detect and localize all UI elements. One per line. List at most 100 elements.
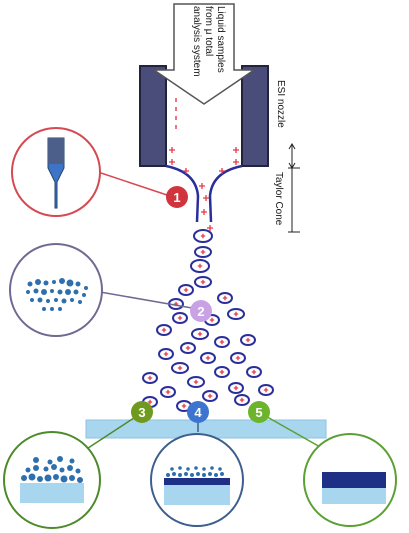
callout-line-3 [81, 413, 141, 453]
charge-plus-sign [219, 168, 225, 174]
callout-circle-4 [150, 433, 244, 527]
particle-dot [70, 298, 74, 302]
particle-dot [52, 280, 56, 284]
droplet-charge-sign [177, 365, 183, 371]
marker-2-label: 2 [197, 304, 204, 319]
particle-dot [69, 458, 75, 464]
droplet-charge-sign [235, 355, 241, 361]
particle-dot [37, 297, 43, 303]
particle-dot [41, 289, 47, 295]
particle-dot [57, 289, 63, 295]
droplet-charge-sign [181, 403, 187, 409]
particle-dot [178, 466, 182, 470]
droplet-charge-sign [197, 263, 203, 269]
droplet-charge-sign [200, 249, 206, 255]
marker-2: 2 [190, 300, 212, 322]
particle-dot [202, 467, 206, 471]
droplet-charge-sign [205, 355, 211, 361]
particle-dot [73, 289, 79, 295]
particle-dot [30, 298, 34, 302]
droplet-charge-sign [165, 389, 171, 395]
marker-1-label: 1 [173, 190, 180, 205]
particle-dot [67, 465, 73, 471]
charge-plus-sign [201, 209, 207, 215]
droplets-layer [142, 229, 274, 412]
particle-dot [170, 467, 174, 471]
charge-plus-sign [183, 168, 189, 174]
particle-dot [75, 281, 81, 287]
particle-dot [202, 473, 206, 477]
droplet-charge-sign [263, 387, 269, 393]
droplet-charge-sign [163, 351, 169, 357]
particle-dot [166, 473, 170, 477]
particle-dot [184, 472, 188, 476]
particle-dot [60, 475, 68, 483]
droplet-charge-sign [207, 393, 213, 399]
particle-dot [50, 307, 54, 311]
callout-line-2 [99, 291, 193, 309]
droplet-charge-sign [200, 279, 206, 285]
particle-dot [65, 289, 71, 295]
particle-dot [218, 467, 222, 471]
particle-dot [220, 472, 224, 476]
droplet-charge-sign [209, 317, 215, 323]
marker-4-label: 4 [194, 405, 202, 420]
particle-dot [33, 457, 39, 463]
particle-dot [61, 298, 67, 304]
particle-dot [59, 278, 65, 284]
droplet-charge-sign [222, 295, 228, 301]
particle-dot [44, 474, 52, 482]
droplet-charge-sign [239, 397, 245, 403]
droplet-charge-sign [233, 385, 239, 391]
particle-dot [21, 475, 27, 481]
particle-dot [26, 290, 30, 294]
droplet-charge-sign [193, 379, 199, 385]
callout-circle-1 [11, 127, 101, 217]
marker-5-label: 5 [255, 405, 262, 420]
charge-plus-sign [199, 183, 205, 189]
taylor-cone-label: Taylor Cone [273, 172, 284, 226]
droplet-charge-sign [185, 345, 191, 351]
charge-plus-sign [207, 225, 213, 231]
droplet-charge-sign [233, 311, 239, 317]
particle-dot [47, 459, 53, 465]
particle-dot [33, 465, 39, 471]
marker-3-label: 3 [138, 405, 145, 420]
inlet-label-line1: Liquid samples [215, 6, 226, 73]
particle-dot [54, 298, 58, 302]
particle-dot [194, 466, 198, 470]
particle-dot [214, 473, 218, 477]
particle-dot [59, 467, 65, 473]
droplet-charge-sign [251, 369, 257, 375]
particle-dot [172, 472, 176, 476]
charges-layer [169, 147, 239, 231]
marker-5: 5 [248, 401, 270, 423]
charge-plus-sign [169, 147, 175, 153]
particle-dot [210, 466, 214, 470]
particle-dot [75, 468, 81, 474]
particle-dot [196, 472, 200, 476]
inlet-label-line2: from μ total [203, 6, 214, 56]
marker-3: 3 [131, 401, 153, 423]
droplet-charge-sign [219, 339, 225, 345]
particle-dot [178, 473, 182, 477]
droplet-charge-sign [183, 287, 189, 293]
charge-plus-sign [203, 195, 209, 201]
particle-dot [43, 466, 49, 472]
esi-nozzle-label: ESI nozzle [275, 80, 286, 128]
particle-dot [51, 464, 57, 470]
callout-line-1 [97, 171, 171, 197]
charge-plus-sign [169, 159, 175, 165]
droplet-charge-sign [219, 369, 225, 375]
particle-dot [43, 280, 49, 286]
particle-dot [84, 286, 88, 290]
particle-dot [53, 474, 59, 480]
charge-plus-sign [233, 159, 239, 165]
droplet-charge-sign [245, 337, 251, 343]
particle-dot [50, 289, 54, 293]
particle-dot [77, 477, 83, 483]
marker-1: 1 [166, 186, 188, 208]
particle-dot [35, 279, 41, 285]
